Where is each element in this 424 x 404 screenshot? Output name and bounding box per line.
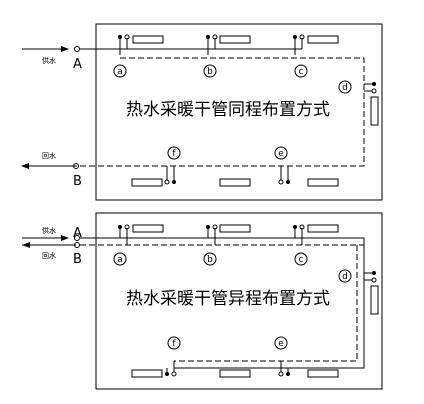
radiator [370,96,379,126]
node-c-2: c [294,252,308,266]
node-e-2: e [274,336,288,350]
svg-text:c: c [299,255,304,265]
supply-label-2: 供水 [42,226,56,235]
radiator [219,35,251,44]
radiator [307,178,339,187]
return-main-1 [76,49,365,167]
radiator [131,178,163,187]
return-label-1: 回水 [42,151,56,160]
svg-text:b: b [207,67,213,77]
radiator [307,35,339,44]
node-f-1: f [167,146,181,160]
radiator [219,224,251,233]
diagram-different-path: 供水 A 回水 B [22,212,383,390]
svg-text:d: d [342,83,348,93]
svg-text:d: d [342,272,348,282]
supply-valve-1 [74,46,80,52]
node-d-2: d [338,269,352,283]
radiator [307,224,339,233]
port-a-1: A [73,57,82,72]
svg-text:a: a [117,67,123,77]
return-label-2: 回水 [42,251,56,260]
node-b-1: b [203,64,217,78]
supply-label-1: 供水 [42,56,56,65]
node-f-2: f [167,336,181,350]
radiator [219,369,251,378]
svg-text:a: a [117,255,123,265]
radiator [219,178,251,187]
svg-text:e: e [278,149,284,159]
node-d-1: d [338,80,352,94]
radiator [307,369,339,378]
node-e-1: e [274,146,288,160]
node-a-2: a [113,252,127,266]
radiator [370,285,379,315]
node-b-2: b [203,252,217,266]
port-a-2: A [73,226,82,241]
supply-main-2 [80,237,365,369]
svg-text:c: c [299,67,304,77]
frame-1 [95,23,383,201]
frame-2 [95,212,383,390]
port-b-1: B [73,174,82,189]
radiator [131,369,163,378]
node-c-1: c [294,64,308,78]
diagram-same-path: 供水 A [21,23,383,201]
svg-text:f: f [172,339,176,349]
radiator [132,224,164,233]
title-same-path: 热水采暖干管同程布置方式 [126,100,330,120]
svg-text:b: b [207,255,213,265]
title-different-path: 热水采暖干管异程布置方式 [126,289,330,309]
svg-text:e: e [278,339,284,349]
radiator [132,35,164,44]
svg-text:f: f [172,149,176,159]
node-a-1: a [113,64,127,78]
port-b-2: B [73,252,82,267]
